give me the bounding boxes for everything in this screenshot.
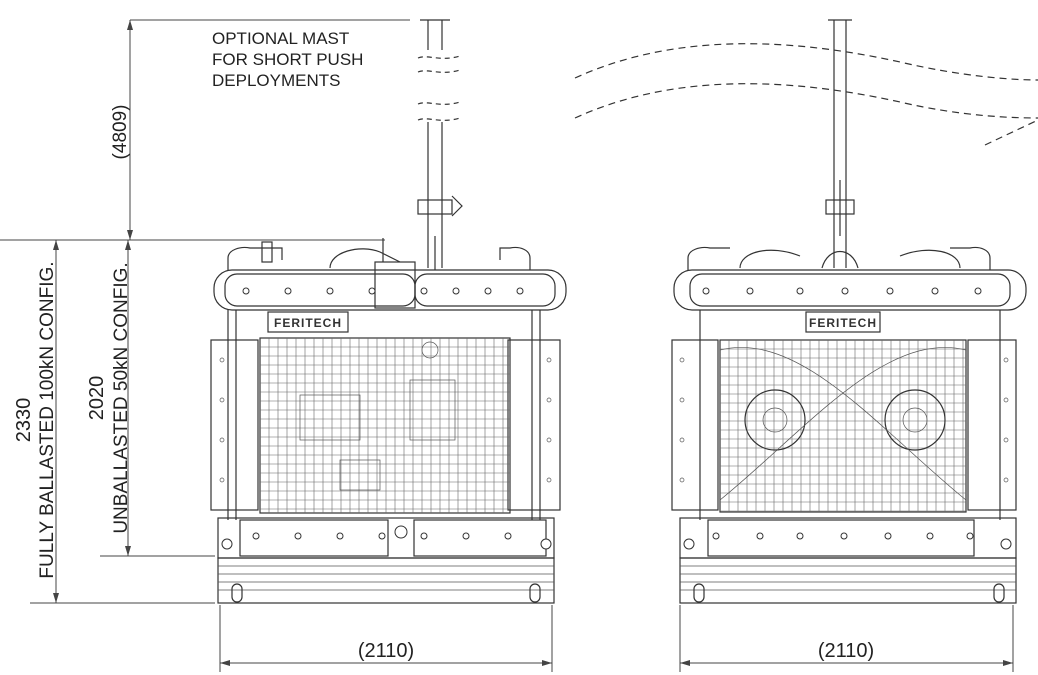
unballasted-height-dimension: 2020 UNBALLASTED 50kN CONFIG. [86, 240, 215, 557]
right-width-dimension: (2110) [679, 605, 1014, 672]
right-mesh-grid [720, 340, 966, 512]
mast-break-lines [574, 43, 1038, 146]
mast-height-label: (4809) [110, 105, 131, 160]
right-logo: FERITECH [809, 316, 877, 330]
left-width-label: (2110) [358, 640, 414, 662]
beam-bolts [242, 287, 982, 540]
unballasted-height-label: UNBALLASTED 50kN CONFIG. [111, 262, 132, 533]
note-line-3: DEPLOYMENTS [212, 71, 340, 90]
unballasted-height-value: 2020 [86, 376, 108, 421]
note-line-2: FOR SHORT PUSH [212, 50, 363, 69]
ballasted-height-dimension: 2330 FULLY BALLASTED 100kN CONFIG. [13, 240, 215, 604]
note-line-1: OPTIONAL MAST [212, 29, 349, 48]
mast-height-dimension: (4809) [110, 19, 410, 240]
left-logo: FERITECH [274, 316, 342, 330]
right-mast [825, 19, 855, 268]
left-view-unit: FERITECH [210, 19, 567, 604]
ballasted-height-value: 2330 [13, 398, 35, 443]
left-width-dimension: (2110) [219, 605, 553, 672]
right-view-unit: FERITECH [671, 19, 1027, 604]
left-mast [417, 19, 463, 270]
left-mesh-grid [260, 338, 510, 513]
right-width-label: (2110) [818, 640, 874, 662]
optional-mast-note: OPTIONAL MAST FOR SHORT PUSH DEPLOYMENTS [212, 29, 363, 90]
ballasted-height-label: FULLY BALLASTED 100kN CONFIG. [37, 261, 58, 578]
